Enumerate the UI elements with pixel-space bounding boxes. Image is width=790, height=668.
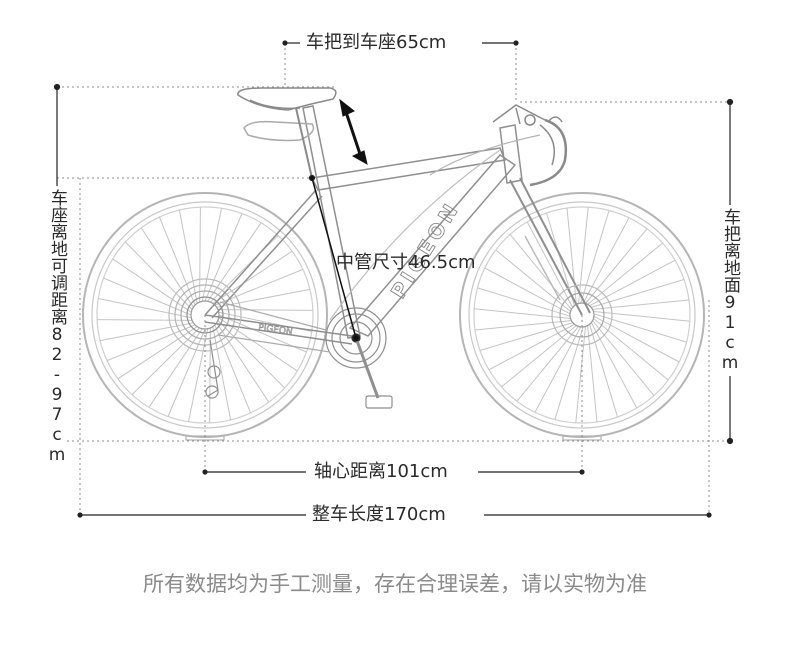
saddle [237,87,337,179]
total-length-label: 整车长度170cm [308,504,450,526]
spoke [125,241,193,310]
measurement-disclaimer: 所有数据均为手工测量，存在合理误差，请以实物为准 [143,572,647,596]
wheelbase-label: 轴心距离101cm [310,461,452,483]
top-tube-label: 中管尺寸46.5cm [336,252,476,273]
crankset [217,301,393,409]
spoke [488,323,575,371]
spoke [589,259,676,307]
spoke [98,298,192,319]
spoke [580,210,610,304]
spoke [592,299,690,310]
spoke [582,217,630,304]
spoke [554,326,584,420]
spoke [585,228,648,304]
spoke [212,326,232,420]
spoke [566,207,577,305]
spoke [593,318,669,381]
spoke [167,328,206,417]
spoke [509,234,572,310]
spoke [100,322,194,342]
spoke [534,326,582,413]
spoke [516,326,579,402]
spoke [103,277,192,316]
rear-derailleur [186,296,224,399]
spoke [587,325,598,423]
spoke [501,325,577,388]
handlebar [492,104,568,187]
spoke [148,328,203,408]
spoke [587,242,663,305]
spoke [106,324,196,362]
spoke [140,227,194,308]
bicycle-illustration: PIGEON PIGEON [82,87,705,441]
spoke [575,326,586,423]
handlebar-height-label: 车把离地面91cm [720,205,740,376]
spoke [217,320,285,389]
spoke [204,213,243,302]
spoke [178,210,198,304]
spoke [593,311,690,322]
spoke [214,324,252,414]
spoke [526,221,574,308]
spoke [495,249,571,312]
frame-brand-text: PIGEON [386,197,465,303]
spoke [131,327,200,395]
spoke [477,287,571,317]
spoke [474,308,571,319]
spoke [210,235,279,303]
seat-height-label: 车座离地可调距离82-97cm [47,186,67,468]
spoke [201,208,222,302]
spoke [593,313,687,343]
spoke [158,216,196,306]
spoke [578,207,589,304]
spoke [590,322,638,409]
spoke [474,320,572,331]
spoke [212,250,293,304]
spoke [188,328,209,422]
chainstay-brand-text: PIGEON [258,323,294,338]
spoke [591,279,685,308]
spoke [589,324,618,418]
spoke [97,319,193,321]
spoke [207,222,262,302]
bike-frame [204,105,591,345]
spoke [592,320,655,396]
spoke [216,288,310,308]
spoke [112,258,192,313]
spoke [117,326,198,380]
spoke [593,315,680,363]
spoke [216,322,270,403]
spoke [199,207,201,303]
seat-adjust-arrow [339,98,368,166]
spoke [484,267,571,315]
handlebar-to-seat-label: 车把到车座65cm [302,32,451,54]
spoke [217,309,313,311]
spoke [479,322,573,351]
